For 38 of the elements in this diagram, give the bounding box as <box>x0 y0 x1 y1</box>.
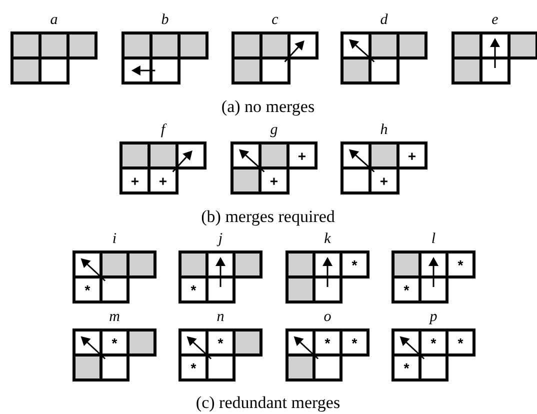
cell-mark: + <box>158 174 168 188</box>
panel-letter: h <box>380 123 388 138</box>
panel-letter: f <box>160 123 166 138</box>
figure-caption: (a) no merges <box>221 98 315 116</box>
cell-mark: + <box>270 174 278 188</box>
panel-letter: b <box>161 13 169 28</box>
figure-caption: (c) redundant merges <box>196 394 340 412</box>
panel-letter: d <box>380 13 388 28</box>
panel-letter: o <box>324 310 332 325</box>
panel-letter: g <box>270 123 278 138</box>
cell-mark: + <box>380 174 388 188</box>
cell-mark: * <box>430 336 436 350</box>
panel-letter: l <box>431 232 436 247</box>
cell-mark: * <box>352 336 358 350</box>
panel-letter: m <box>109 310 120 325</box>
cell-mark: * <box>324 336 330 350</box>
cell-mark: * <box>458 336 464 350</box>
cell-mark: * <box>458 258 464 272</box>
cell-mark: + <box>298 148 306 162</box>
panel-letter: n <box>216 310 224 325</box>
cell-mark: + <box>130 174 140 188</box>
cell-mark: * <box>404 282 410 296</box>
cell-mark: * <box>218 336 224 350</box>
cell-mark: * <box>84 282 90 296</box>
panel-letter: k <box>324 232 331 247</box>
panel-letter: p <box>430 310 438 325</box>
cell-mark: * <box>352 258 358 272</box>
panel-letter: a <box>50 13 58 28</box>
cell-mark: + <box>408 148 416 162</box>
cell-mark: * <box>404 360 410 374</box>
panel-letter: i <box>112 232 117 247</box>
cell-mark: * <box>112 336 118 350</box>
panel-letter: j <box>218 232 223 247</box>
figure-caption: (b) merges required <box>201 208 335 226</box>
panel-letter: c <box>272 13 278 28</box>
cell-mark: * <box>190 282 196 296</box>
cell-mark: * <box>190 360 196 374</box>
panel-letter: e <box>492 13 498 28</box>
